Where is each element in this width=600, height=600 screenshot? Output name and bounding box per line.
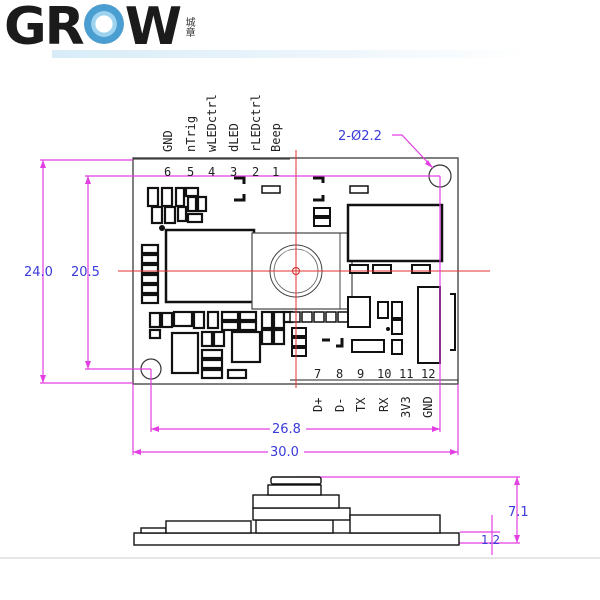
pin-label: rLEDctrl [249,94,263,152]
bottom-pin-header: 7 D+ 8 D- 9 TX 10 RX 11 3V3 12 GND [311,367,435,418]
pin-number: 11 [399,367,413,381]
pin-label: nTrig [184,116,198,152]
top-pin-header: 6 GND 5 nTrig 4 wLEDctrl 3 dLED 2 rLEDct… [161,94,283,179]
dim-height-inner: 20.5 [71,265,100,280]
pin-label: GND [421,396,435,418]
ic-main [164,228,256,304]
side-view [133,476,460,546]
logo-text-right: W [124,0,182,57]
centerlines [118,150,490,388]
dim-height-outer: 24.0 [24,265,53,280]
pin-label: TX [354,397,368,412]
dim-board-thickness: 1.2 [481,533,500,547]
pin-number: 9 [357,367,364,381]
pin-label: 3V3 [399,396,413,418]
pin-number: 2 [252,165,259,179]
pin-label: D- [333,398,347,412]
crystal-or-flash [346,203,444,263]
dimension-lines [40,134,520,555]
fingerprint-o-icon [83,4,124,44]
pin-number: 5 [187,165,194,179]
pin-number: 12 [421,367,435,381]
pin-label: GND [161,130,175,152]
pin-number: 4 [208,165,215,179]
pin-number: 7 [314,367,321,381]
pin-number: 8 [336,367,343,381]
hole-callout: 2-Ø2.2 [338,129,382,144]
dim-width-inner: 26.8 [272,422,301,437]
pin-number: 1 [272,165,279,179]
pin-label: RX [377,397,391,412]
pin-label: Beep [269,123,283,152]
logo-text-left: GR [4,0,85,57]
dim-width-outer: 30.0 [270,445,299,460]
pin-number: 3 [230,165,237,179]
fpc-connector [417,286,441,364]
pin-label: D+ [311,398,325,412]
smd-cluster-top-left [146,186,208,225]
brand-logo: GR W 城章 [4,0,195,57]
logo-chinese: 城章 [183,17,195,37]
pin-number: 10 [377,367,391,381]
pin-label: dLED [227,123,241,152]
pin-label: wLEDctrl [205,94,219,152]
dim-side-height: 7.1 [508,505,529,520]
logo-underline [52,50,532,58]
pin-number: 6 [164,165,171,179]
